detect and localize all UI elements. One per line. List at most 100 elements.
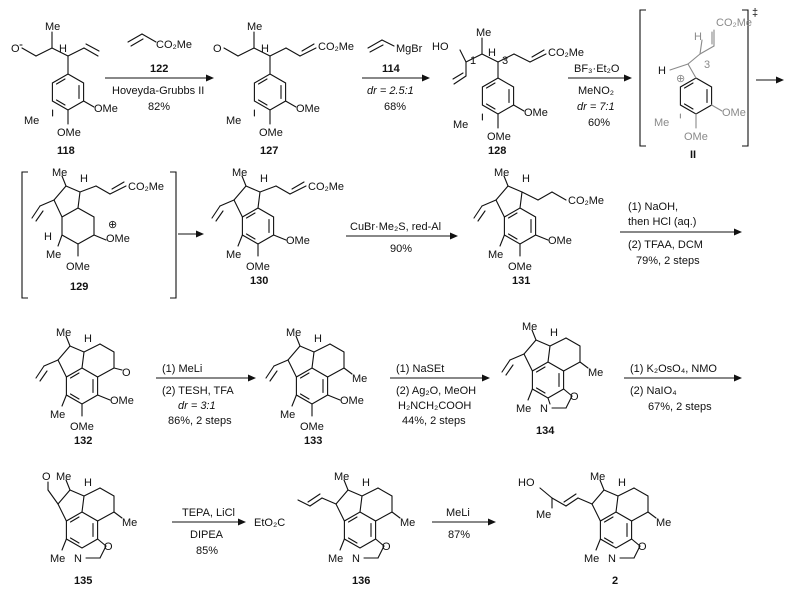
compound-number: 127 xyxy=(260,145,278,157)
compound-number: 136 xyxy=(352,575,370,587)
atom-label: HO xyxy=(432,41,449,53)
reaction-yield: 68% xyxy=(384,101,406,113)
atom-label: OMe xyxy=(296,103,320,115)
atom-label: Me xyxy=(280,409,295,421)
reaction-condition: DIPEA xyxy=(190,529,224,541)
reaction-arrow-9: (1) NaSEt (2) Ag₂O, MeOH H₂NCH₂COOH 44%,… xyxy=(390,363,490,427)
atom-label: H xyxy=(362,477,370,489)
compound-number: 132 xyxy=(74,435,92,447)
atom-label: OMe xyxy=(508,261,532,273)
atom-label: N xyxy=(74,553,82,565)
atom-label: Me xyxy=(656,517,671,529)
atom-label: H xyxy=(694,31,702,43)
atom-label: H xyxy=(84,477,92,489)
atom-label: CO₂Me xyxy=(128,181,164,193)
atom-label: H xyxy=(314,333,322,345)
atom-label: H xyxy=(522,173,530,185)
atom-label: O xyxy=(11,43,20,55)
atom-label: N xyxy=(352,553,360,565)
atom-label: H xyxy=(261,43,269,55)
atom-label: Me xyxy=(588,367,603,379)
atom-label: H xyxy=(658,65,666,77)
reaction-arrow-4 xyxy=(756,76,784,84)
atom-label: H xyxy=(84,333,92,345)
compound-number: II xyxy=(690,149,696,161)
reagent-number: 114 xyxy=(382,63,401,75)
atom-label: O xyxy=(104,541,113,553)
atom-label: H xyxy=(80,173,88,185)
atom-label: Me xyxy=(654,117,669,129)
atom-label: Me xyxy=(232,167,247,179)
reaction-arrow-2: MgBr 114 dr = 2.5:1 68% xyxy=(362,39,430,113)
atom-label: Me xyxy=(453,119,468,131)
atom-label: Me xyxy=(522,321,537,333)
compound-132: Me H O OMe Me OMe 132 xyxy=(35,327,134,447)
reaction-yield: 87% xyxy=(448,529,470,541)
reagent-label: MgBr xyxy=(396,43,423,55)
atom-label: OMe xyxy=(246,261,270,273)
compound-2: HO Me Me H Me O N Me 2 xyxy=(518,471,671,587)
atom-label: HO xyxy=(518,477,535,489)
reaction-condition: (2) TESH, TFA xyxy=(162,385,234,397)
compound-number: 135 xyxy=(74,575,92,587)
atom-label: Me xyxy=(50,409,65,421)
compound-133: Me H Me OMe Me OMe 133 xyxy=(265,327,367,447)
atom-label: N xyxy=(540,403,548,415)
reagent-label: CO₂Me xyxy=(156,39,192,51)
atom-label: Me xyxy=(46,249,61,261)
reaction-condition: Hoveyda-Grubbs II xyxy=(112,85,204,97)
atom-label: Me xyxy=(286,327,301,339)
atom-label: Me xyxy=(590,471,605,483)
reaction-arrow-6: CuBr·Me₂S, red-Al 90% xyxy=(346,221,458,255)
atom-label: Me xyxy=(516,403,531,415)
reaction-arrow-3: BF₃·Et₂O MeNO₂ dr = 7:1 60% xyxy=(568,63,632,129)
atom-label: Me xyxy=(56,327,71,339)
atom-label: OMe xyxy=(70,421,94,433)
reaction-arrow-12: MeLi 87% xyxy=(432,507,496,541)
reaction-condition: (2) NaIO₄ xyxy=(630,385,677,397)
atom-label: Me xyxy=(352,373,367,385)
atom-label: O xyxy=(122,367,131,379)
reaction-yield: 86%, 2 steps xyxy=(168,415,232,427)
compound-number: 134 xyxy=(536,425,555,437)
atom-label: H xyxy=(59,43,67,55)
reaction-arrow-11: TEPA, LiCl DIPEA 85% xyxy=(172,507,246,557)
reaction-condition: (1) K₂OsO₄, NMO xyxy=(630,363,717,375)
atom-label: H xyxy=(550,327,558,339)
compound-136: EtO₂C Me H Me O N Me 136 xyxy=(254,471,415,587)
atom-label: Me xyxy=(494,167,509,179)
atom-label: O xyxy=(570,391,579,403)
atom-label: Me xyxy=(488,249,503,261)
atom-label: Me xyxy=(122,517,137,529)
atom-label: CO₂Me xyxy=(568,195,604,207)
compound-number: 128 xyxy=(488,145,506,157)
atom-label: Me xyxy=(476,27,491,39)
atom-label: Me xyxy=(226,249,241,261)
reaction-condition: (2) TFAA, DCM xyxy=(628,239,703,251)
reagent-number: 122 xyxy=(150,63,168,75)
atom-label: Me xyxy=(50,553,65,565)
reaction-yield: 60% xyxy=(588,117,610,129)
locant: 1 xyxy=(470,55,476,67)
atom-label: OMe xyxy=(106,233,130,245)
compound-118: O Me H Me OMe OMe 118 xyxy=(11,21,118,157)
reaction-condition: CuBr·Me₂S, red-Al xyxy=(350,221,441,233)
reaction-condition: dr = 7:1 xyxy=(577,101,615,113)
cation-mark: ⊕ xyxy=(108,219,117,231)
atom-label: EtO₂C xyxy=(254,517,285,529)
reaction-condition: (1) MeLi xyxy=(162,363,202,375)
reaction-condition: then HCl (aq.) xyxy=(628,216,696,228)
atom-label: O xyxy=(638,541,647,553)
locant: 3 xyxy=(502,55,508,67)
atom-label: OMe xyxy=(684,131,708,143)
reaction-yield: 79%, 2 steps xyxy=(636,255,700,267)
intermediate-II: ‡ CO₂Me H 3 ⊕ Me OMe OMe H II xyxy=(639,7,758,161)
atom-label: Me xyxy=(247,21,262,33)
atom-label: Me xyxy=(584,553,599,565)
atom-label: H xyxy=(618,477,626,489)
compound-130: Me H CO₂Me OMe Me OMe 130 xyxy=(211,167,344,287)
atom-label: OMe xyxy=(340,395,364,407)
atom-label: Me xyxy=(45,21,60,33)
reaction-arrow-1: CO₂Me 122 Hoveyda-Grubbs II 82% xyxy=(105,33,214,113)
